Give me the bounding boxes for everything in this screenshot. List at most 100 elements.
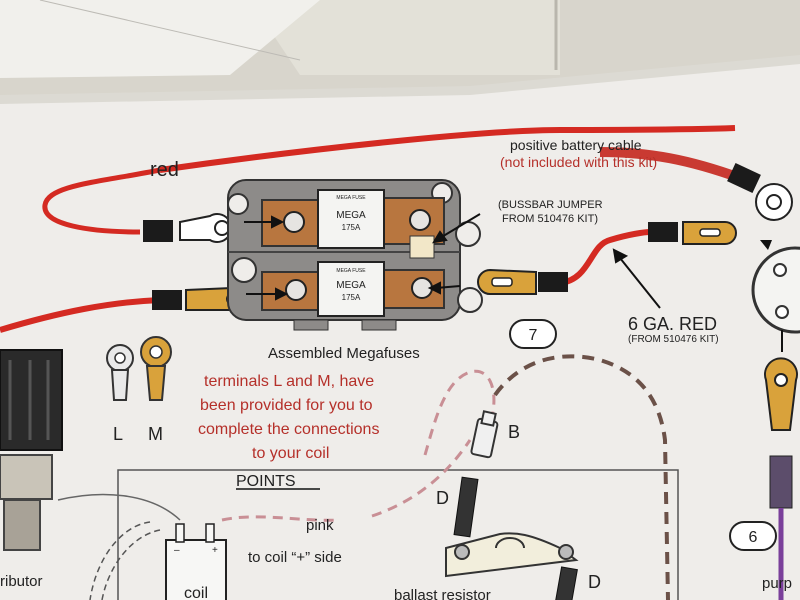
label-terminal-d-upper: D [436, 488, 449, 508]
solenoid-stud-top [773, 263, 787, 277]
d-connector-upper [453, 476, 479, 538]
label-to-coil: to coil “+” side [248, 549, 342, 566]
distributor-shaft [3, 499, 41, 551]
terminal-m-graphic [140, 336, 172, 401]
label-6ga: 6 GA. RED [628, 314, 717, 334]
mount-hole-ml [231, 257, 257, 283]
fuse-bottom-mega: MEGA [336, 280, 366, 291]
back-paper-fold [39, 0, 301, 61]
diagram-sheet [0, 62, 800, 600]
label-coil: coil [184, 585, 208, 600]
bolt-ll [285, 279, 307, 301]
fuse-top-mega: MEGA [336, 210, 366, 221]
arrow-head-ul [271, 215, 285, 229]
positive-battery-cable [599, 147, 742, 183]
points-box [117, 469, 679, 600]
label-positive-cable: positive battery cable [510, 137, 642, 153]
copper-plate-ll [261, 271, 323, 311]
d-connector-lower [554, 566, 578, 600]
label-distributor: ributor [0, 573, 43, 590]
dashed-ground-wire-2 [101, 529, 161, 600]
label-terminal-d-lower: D [588, 572, 601, 592]
spade-terminal-b [470, 410, 499, 459]
label-assembled: Assembled Megafuses [268, 345, 420, 362]
brown-dashed-wire [493, 354, 670, 600]
foot-right [361, 319, 397, 331]
fuse-top-amp: 175A [342, 223, 361, 232]
label-pink: pink [306, 517, 334, 534]
solenoid-partial [751, 240, 800, 352]
fuse-bottom-brand: MEGA FUSE [336, 268, 366, 274]
step-7-number: 7 [529, 327, 538, 344]
battery-cable-boot [727, 163, 761, 193]
arrow-to-6ga [619, 257, 661, 309]
coil-terminal-plus [205, 523, 215, 543]
label-coil-minus: – [174, 545, 180, 556]
pointer-arrows [244, 213, 661, 309]
note-line-3: complete the connections [198, 421, 379, 438]
label-ballast: ballast resistor [394, 587, 491, 600]
bolt-ul [283, 211, 305, 233]
bussbar-jumper [409, 235, 435, 259]
dashed-ground-wire-1 [89, 521, 151, 600]
top-red-wire [159, 125, 736, 173]
label-terminal-b: B [508, 422, 520, 442]
arrow-head-bussbar [432, 230, 448, 244]
step-7-badge [509, 319, 557, 349]
dist-to-coil-wire [57, 493, 181, 521]
distributor-graphic [0, 349, 63, 551]
step-6-badge [729, 521, 777, 551]
fuse-bottom-amp: 175A [342, 293, 361, 302]
pink-wire-to-coil [221, 515, 341, 522]
label-coil-plus: + [212, 545, 218, 556]
red-loop-wire [42, 167, 161, 235]
label-purple: purp [762, 575, 792, 592]
pink-wire-to-b [371, 439, 472, 518]
left-wire-boot [152, 290, 182, 310]
six-gauge-boot-right [648, 222, 678, 242]
mount-hole-br [457, 287, 483, 313]
fuse-body-bottom [317, 261, 385, 317]
ring-terminal-battery [755, 183, 793, 221]
fuse-body-top [317, 189, 385, 249]
arrow-head-lr [427, 281, 441, 295]
left-red-wire [0, 297, 161, 333]
distributor-body [0, 454, 53, 500]
six-gauge-boot [538, 272, 568, 292]
label-terminal-l: L [113, 424, 123, 444]
wall-panel [250, 0, 560, 75]
note-line-4: to your coil [252, 445, 329, 462]
label-bussbar-2: FROM 510476 KIT) [502, 213, 598, 225]
note-line-2: been provided for you to [200, 397, 373, 414]
arrow-head-6ga [612, 248, 629, 264]
arrow-to-bussbar [439, 213, 481, 239]
label-points: POINTS [236, 473, 296, 490]
arrow-head-ll [275, 287, 289, 301]
back-paper [0, 0, 320, 78]
coil-body [165, 539, 227, 600]
six-gauge-red-wire [559, 229, 651, 286]
label-6ga-sub: (FROM 510476 KIT) [628, 334, 719, 345]
foot-left [293, 319, 329, 331]
label-red: red [150, 159, 179, 181]
solenoid-arrow [760, 240, 772, 250]
ring-terminal-gold-far-right [764, 357, 798, 431]
step-6-number: 6 [749, 529, 758, 546]
purple-wire-boot [769, 455, 793, 509]
megafuse-assembly [227, 179, 483, 331]
terminal-l-graphic [106, 344, 134, 401]
sheet-edge [0, 55, 800, 104]
ring-terminal-gold-right [682, 221, 737, 245]
ballast-resistor-graphic [445, 532, 579, 578]
wire-boot-black [143, 220, 173, 242]
ring-terminal-gold-center [477, 268, 537, 295]
coil-terminal-minus [175, 523, 185, 543]
fuse-top-brand: MEGA FUSE [336, 195, 366, 201]
ring-terminal-silver-top [179, 213, 233, 243]
note-line-1: terminals L and M, have [204, 373, 374, 390]
label-not-included: (not included with this kit) [500, 154, 657, 170]
mount-hole-tl [227, 193, 249, 215]
bolt-ur [409, 209, 431, 231]
label-terminal-m: M [148, 424, 163, 444]
